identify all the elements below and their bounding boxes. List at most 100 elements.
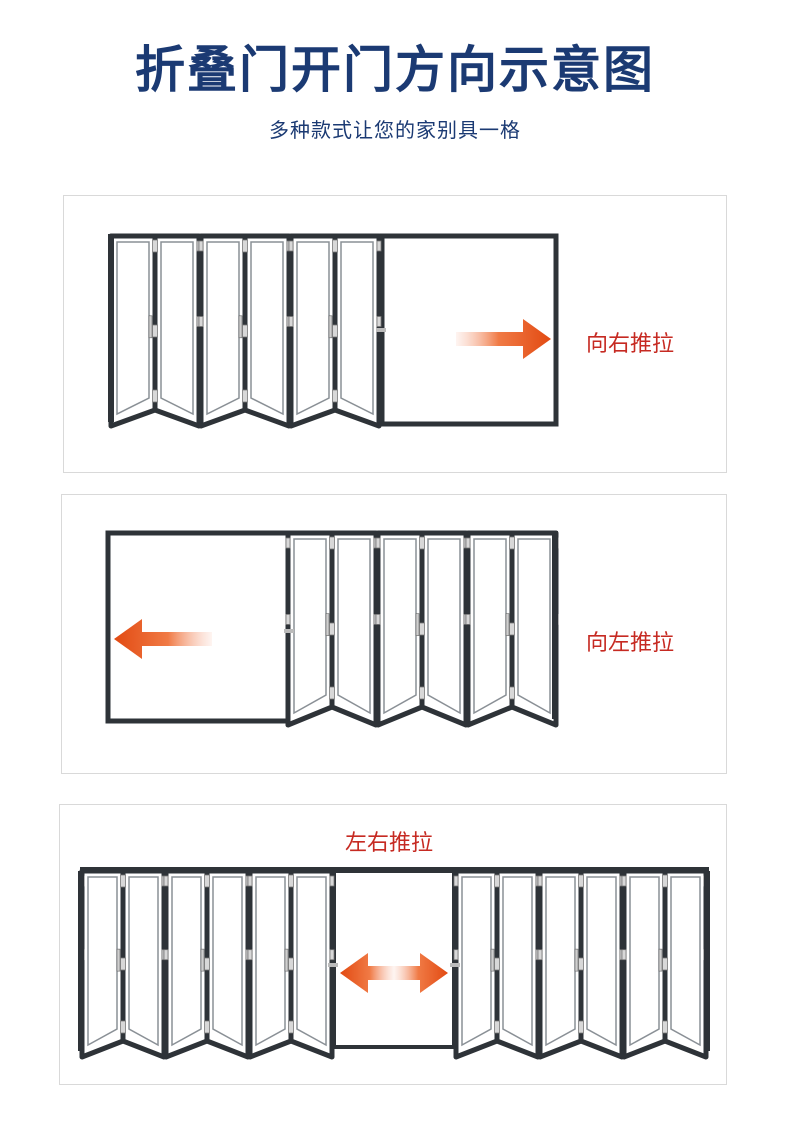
handle (415, 613, 420, 636)
lock (376, 328, 386, 332)
hinge (329, 536, 335, 550)
door-leaf (662, 868, 709, 1060)
hinge (288, 316, 294, 327)
hinge (329, 875, 335, 887)
door-glass (206, 241, 240, 416)
hinge (465, 614, 471, 625)
hinge (621, 875, 627, 887)
hinge (163, 949, 169, 961)
arrow-left (340, 953, 394, 993)
folding-door-diagram-both (78, 867, 710, 1060)
hinge (375, 537, 381, 549)
hinge (509, 686, 515, 700)
hinge (288, 240, 294, 252)
hinge (204, 874, 210, 888)
hinge (621, 949, 627, 961)
door-leaf (509, 530, 559, 728)
door-glass (250, 241, 284, 416)
door-glass (502, 876, 533, 1047)
door-glass (586, 876, 617, 1047)
handle (328, 315, 333, 339)
hinge (332, 239, 338, 253)
handle (574, 948, 579, 972)
hinge (247, 949, 253, 961)
hinge (376, 240, 382, 252)
hinge (120, 874, 126, 888)
label-push-left: 向左推拉 (586, 631, 675, 656)
door-glass (461, 876, 492, 1047)
lock (284, 629, 294, 633)
door-glass (517, 538, 551, 715)
handle (490, 948, 495, 972)
door-glass (427, 538, 461, 715)
side-jamb (552, 533, 558, 719)
door-glass (212, 876, 243, 1047)
side-jamb (78, 871, 84, 1051)
hinge (537, 875, 543, 887)
hinge (329, 686, 335, 700)
door-glass (128, 876, 159, 1047)
handle (116, 948, 121, 972)
door-glass (171, 876, 202, 1047)
door-frame (332, 869, 456, 1049)
door-glass (340, 241, 374, 416)
handle (200, 948, 205, 972)
hinge (537, 949, 543, 961)
folding-door-diagram-left (105, 530, 559, 728)
door-glass (293, 538, 327, 715)
hinge (285, 537, 291, 549)
hinge (376, 316, 382, 327)
arrow-right (394, 953, 448, 993)
hinge (204, 957, 210, 971)
hinge (662, 1020, 668, 1034)
arrow-left (114, 619, 212, 659)
door-glass (296, 876, 327, 1047)
hinge (198, 240, 204, 252)
panel-push-right: 向右推拉 (63, 195, 727, 473)
hinge (509, 536, 515, 550)
handle (238, 315, 243, 339)
hinge (152, 389, 158, 403)
lock (450, 963, 460, 967)
hinge (662, 957, 668, 971)
hinge (332, 324, 338, 338)
hinge (285, 614, 291, 625)
page-subtitle: 多种款式让您的家别具一格 (269, 118, 521, 142)
hinge (152, 324, 158, 338)
hinge (494, 957, 500, 971)
door-glass (337, 538, 371, 715)
hinge (419, 686, 425, 700)
hinge (375, 614, 381, 625)
panel-push-both: 左右推拉 (59, 804, 727, 1085)
hinge (163, 875, 169, 887)
hinge (242, 239, 248, 253)
hinge (204, 1020, 210, 1034)
hinge (494, 1020, 500, 1034)
hinge (120, 1020, 126, 1034)
label-push-right: 向右推拉 (586, 332, 675, 357)
hinge (152, 239, 158, 253)
hinge (329, 622, 335, 636)
hinge (198, 316, 204, 327)
hinge (247, 875, 253, 887)
panel-push-left: 向左推拉 (61, 494, 727, 774)
hinge (120, 957, 126, 971)
page-title: 折叠门开门方向示意图 (135, 41, 655, 99)
side-jamb (108, 236, 114, 422)
hinge (288, 874, 294, 888)
door-glass (116, 241, 150, 416)
hinge (662, 874, 668, 888)
door-leaf (332, 233, 382, 429)
folding-door-diagram-right (108, 233, 559, 429)
door-leaf (288, 868, 335, 1060)
door-glass (296, 241, 330, 416)
door-glass (383, 538, 417, 715)
hinge (578, 1020, 584, 1034)
hinge (509, 622, 515, 636)
door-glass (473, 538, 507, 715)
handle (284, 948, 289, 972)
hinge (288, 957, 294, 971)
lock (328, 963, 338, 967)
hinge (329, 949, 335, 961)
handle (325, 613, 330, 636)
